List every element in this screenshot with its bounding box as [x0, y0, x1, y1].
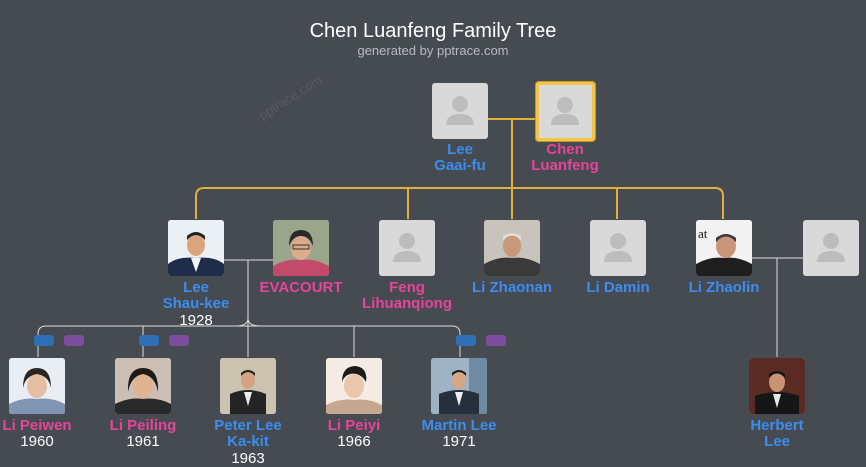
spouse-badge-male[interactable] [139, 335, 159, 346]
person-card-lee-gaai-fu[interactable] [432, 83, 488, 139]
portrait-photo: at [696, 220, 752, 276]
person-card-chen-luanfeng[interactable] [536, 82, 595, 141]
person-card-martin-lee[interactable] [431, 358, 487, 414]
person-name: Li Peiling [109, 417, 177, 434]
birth-year: 1928 [179, 312, 213, 329]
birth-year: 1966 [337, 433, 371, 450]
avatar-placeholder-icon [817, 233, 845, 262]
spouse-badge-female[interactable] [486, 335, 506, 346]
portrait-photo [273, 220, 329, 276]
person-name: Li Zhaolin [688, 279, 760, 296]
person-name: Li Peiyi [327, 417, 381, 434]
person-card-lee-shau-kee[interactable] [168, 220, 224, 276]
person-card-li-peiling[interactable] [115, 358, 171, 414]
portrait-photo [326, 358, 382, 414]
avatar-placeholder-icon [604, 233, 632, 262]
page-title: Chen Luanfeng Family Tree [309, 20, 557, 42]
avatar-placeholder-icon [393, 233, 421, 262]
spouse-badge-female[interactable] [169, 335, 189, 346]
person-name: Li Peiwen [2, 417, 72, 434]
spouse-badge-male[interactable] [456, 335, 476, 346]
bus-join-right [247, 317, 261, 327]
bus-join-left [235, 317, 249, 327]
photo-overlay-text: at [698, 226, 708, 241]
page-subtitle: generated by pptrace.com [357, 43, 509, 58]
person-card-feng-lihuanqiong[interactable] [379, 220, 435, 276]
portrait-photo [9, 358, 65, 414]
portrait-photo [484, 220, 540, 276]
person-card-herbert-lee[interactable] [749, 358, 805, 414]
grandchildren-bus-line [37, 325, 461, 357]
person-card-li-zhaolin[interactable]: at [696, 220, 752, 276]
portrait-photo [431, 358, 487, 414]
portrait-photo [220, 358, 276, 414]
person-card-li-zhaonan[interactable] [484, 220, 540, 276]
person-card-peter-lee-ka-kit[interactable] [220, 358, 276, 414]
person-card-li-peiwen[interactable] [9, 358, 65, 414]
person-name: Martin Lee [421, 417, 497, 434]
person-card-li-peiyi[interactable] [326, 358, 382, 414]
birth-year: 1971 [442, 433, 476, 450]
avatar-placeholder-icon [551, 97, 579, 125]
portrait-photo [168, 220, 224, 276]
avatar-placeholder-icon [446, 96, 474, 125]
portrait-photo [115, 358, 171, 414]
person-name: Chen Luanfeng [531, 141, 599, 174]
person-name: Li Zhaonan [472, 279, 552, 296]
children-bus-line [195, 187, 724, 219]
portrait-photo [749, 358, 805, 414]
person-name: Li Damin [586, 279, 650, 296]
person-name: Peter Lee Ka-kit [214, 417, 282, 450]
person-name: Herbert Lee [750, 417, 804, 450]
person-name: Feng Lihuanqiong [362, 279, 452, 312]
birth-year: 1963 [231, 450, 265, 467]
person-name: EVACOURT [259, 279, 343, 296]
person-card-unknown-spouse[interactable] [803, 220, 859, 276]
birth-year: 1960 [20, 433, 54, 450]
birth-year: 1961 [126, 433, 160, 450]
spouse-badge-female[interactable] [64, 335, 84, 346]
person-name: Lee Gaai-fu [434, 141, 486, 174]
person-card-evacourt[interactable] [273, 220, 329, 276]
spouse-badge-male[interactable] [34, 335, 54, 346]
person-card-li-damin[interactable] [590, 220, 646, 276]
person-name: Lee Shau-kee [162, 279, 230, 312]
